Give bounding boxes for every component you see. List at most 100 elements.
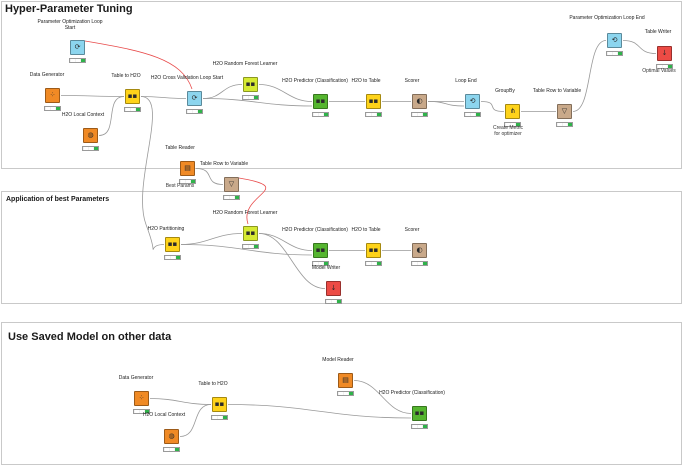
node-status-traffic-light <box>82 146 99 151</box>
node-pole[interactable]: ⟲ <box>607 33 622 48</box>
node-label[interactable]: Parameter Optimization Loop End <box>569 15 645 21</box>
node-label[interactable]: H2O Predictor (Classification) <box>282 78 348 84</box>
connection-wire[interactable] <box>180 244 313 256</box>
node-ht[interactable]: ▪▪ <box>366 243 381 258</box>
node-status-traffic-light <box>606 51 623 56</box>
node-mr[interactable]: ▤ <box>338 373 353 388</box>
node-label[interactable]: H2O Partitioning <box>147 226 185 232</box>
node-cvls[interactable]: ⟳ <box>187 91 202 106</box>
node-dg[interactable]: ⁘ <box>134 391 149 406</box>
node-label[interactable]: GroupBy <box>495 88 515 94</box>
connection-wire[interactable] <box>149 398 212 405</box>
node-label[interactable]: H2O Local Context <box>61 112 105 118</box>
node-status-traffic-light <box>312 261 329 266</box>
h2o-context-icon: ◍ <box>87 131 94 139</box>
node-part[interactable]: ▪▪ <box>165 237 180 252</box>
connection-wire[interactable] <box>60 95 125 97</box>
node-label[interactable]: H2O Predictor (Classification) <box>379 390 445 396</box>
node-gb[interactable]: ⋔ <box>505 104 520 119</box>
node-dg[interactable]: ⁘ <box>45 88 60 103</box>
node-annotation: Optimal Values <box>642 68 676 74</box>
node-label[interactable]: Table Writer <box>644 29 672 35</box>
h2o-icon: ▪▪ <box>315 246 326 254</box>
node-status-traffic-light <box>186 109 203 114</box>
connection-wire[interactable] <box>179 404 212 437</box>
connection-wire[interactable] <box>140 96 187 99</box>
h2o-icon: ▪▪ <box>315 97 326 105</box>
node-lc[interactable]: ◍ <box>83 128 98 143</box>
node-label[interactable]: H2O Local Context <box>142 412 186 418</box>
node-tr2v[interactable]: ▽ <box>224 177 239 192</box>
connection-wire[interactable] <box>202 84 243 99</box>
node-label[interactable]: H2O Predictor (Classification) <box>282 227 348 233</box>
node-annotation: Best Params <box>165 183 195 189</box>
connection-wire[interactable] <box>572 40 607 112</box>
connection-wire[interactable] <box>258 233 326 289</box>
node-status-traffic-light <box>556 122 573 127</box>
node-status-traffic-light <box>211 415 228 420</box>
variable-icon: ▽ <box>561 107 568 115</box>
connection-wire[interactable] <box>180 233 243 245</box>
node-pols[interactable]: ⟳ <box>70 40 85 55</box>
node-lc[interactable]: ◍ <box>164 429 179 444</box>
node-label[interactable]: Table Reader <box>165 145 195 151</box>
node-label[interactable]: Table to H2O <box>198 381 228 387</box>
node-status-traffic-light <box>337 391 354 396</box>
connection-wire[interactable] <box>227 404 412 419</box>
node-th[interactable]: ▪▪ <box>212 397 227 412</box>
node-th[interactable]: ▪▪ <box>125 89 140 104</box>
node-label[interactable]: H2O Cross Validation Loop Start <box>150 75 224 81</box>
model-writer-icon: ↓ <box>330 284 337 292</box>
node-label[interactable]: Loop End <box>455 78 477 84</box>
node-rfl[interactable]: ▪▪ <box>243 77 258 92</box>
node-label[interactable]: H2O to Table <box>351 227 381 233</box>
node-ht[interactable]: ▪▪ <box>366 94 381 109</box>
h2o-icon: ▪▪ <box>245 229 256 237</box>
node-label[interactable]: H2O to Table <box>351 78 381 84</box>
section-title: Hyper-Parameter Tuning <box>5 3 133 15</box>
connection-wire[interactable] <box>140 96 165 250</box>
flow-variable-connection[interactable] <box>84 40 193 90</box>
node-label[interactable]: Scorer <box>404 227 420 233</box>
variable-icon: ▽ <box>228 180 235 188</box>
data-generator-icon: ⁘ <box>138 394 145 402</box>
node-label[interactable]: H2O Random Forest Learner <box>212 210 278 216</box>
node-tr[interactable]: ▤ <box>180 161 195 176</box>
connection-wire[interactable] <box>258 233 313 251</box>
node-mw[interactable]: ↓ <box>326 281 341 296</box>
node-label[interactable]: Model Reader <box>322 357 354 363</box>
h2o-icon: ▪▪ <box>414 409 425 417</box>
connection-wire[interactable] <box>98 96 125 136</box>
connection-wire[interactable] <box>195 168 224 185</box>
node-label[interactable]: Model Writer <box>311 265 341 271</box>
section-application-best-parameters: Application of best Parameters <box>1 191 682 304</box>
node-label[interactable]: H2O Random Forest Learner <box>212 61 278 67</box>
node-pred[interactable]: ▪▪ <box>313 94 328 109</box>
h2o-icon: ▪▪ <box>368 246 379 254</box>
node-label[interactable]: Data Generator <box>29 72 65 78</box>
node-status-traffic-light <box>69 58 86 63</box>
node-tr2v[interactable]: ▽ <box>557 104 572 119</box>
node-label[interactable]: Data Generator <box>118 375 154 381</box>
node-sc[interactable]: ◐ <box>412 243 427 258</box>
node-pred[interactable]: ▪▪ <box>412 406 427 421</box>
node-sc[interactable]: ◐ <box>412 94 427 109</box>
connection-wire[interactable] <box>427 101 465 107</box>
node-tw[interactable]: ↓ <box>657 46 672 61</box>
node-pred[interactable]: ▪▪ <box>313 243 328 258</box>
node-label[interactable]: Scorer <box>404 78 420 84</box>
node-label[interactable]: Table to H2O <box>111 73 141 79</box>
node-label[interactable]: Table Row to Variable <box>532 88 582 94</box>
connection-wire[interactable] <box>480 101 505 112</box>
connection-wire[interactable] <box>202 98 313 107</box>
node-le[interactable]: ⟲ <box>465 94 480 109</box>
table-reader-icon: ▤ <box>184 164 191 172</box>
connection-wire[interactable] <box>258 84 313 102</box>
flow-variable-connection[interactable] <box>238 177 267 225</box>
connection-wire[interactable] <box>353 380 412 414</box>
connection-wire[interactable] <box>622 40 657 54</box>
node-rfl[interactable]: ▪▪ <box>243 226 258 241</box>
node-label[interactable]: Table Row to Variable <box>199 161 249 167</box>
